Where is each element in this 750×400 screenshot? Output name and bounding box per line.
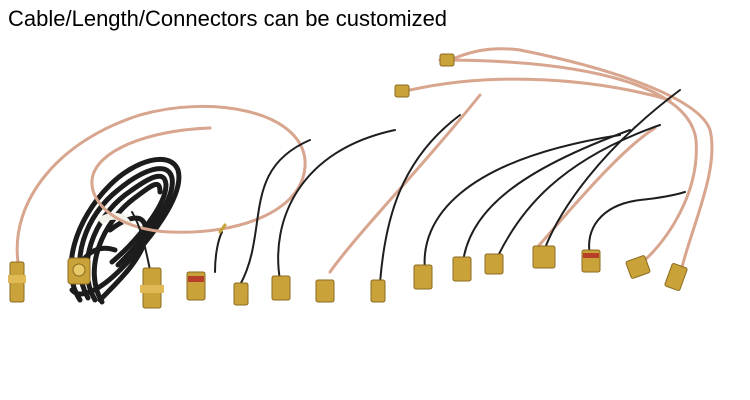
sma-connector [67, 257, 91, 285]
caption-text: Cable/Length/Connectors can be customize… [8, 6, 448, 31]
sma-connector [8, 261, 26, 303]
pcb-mount-connector [532, 245, 556, 269]
black-pigtail-cables [131, 89, 686, 286]
sma-connector [413, 264, 433, 290]
sma-connector [271, 275, 291, 301]
sma-connector [452, 256, 472, 282]
sma-connector [233, 282, 249, 306]
sma-connector [370, 279, 386, 303]
black-cable-coil [68, 156, 182, 305]
sma-connector-red [186, 271, 206, 301]
sma-connector [439, 53, 455, 67]
sma-connector-red [581, 249, 601, 273]
sma-connector [664, 263, 688, 291]
sma-connector [140, 267, 164, 309]
sma-connector [484, 253, 504, 275]
sma-connector [394, 84, 410, 98]
sma-connector [625, 255, 651, 279]
sma-connector [315, 279, 335, 303]
rf-coax-cables [15, 47, 714, 277]
